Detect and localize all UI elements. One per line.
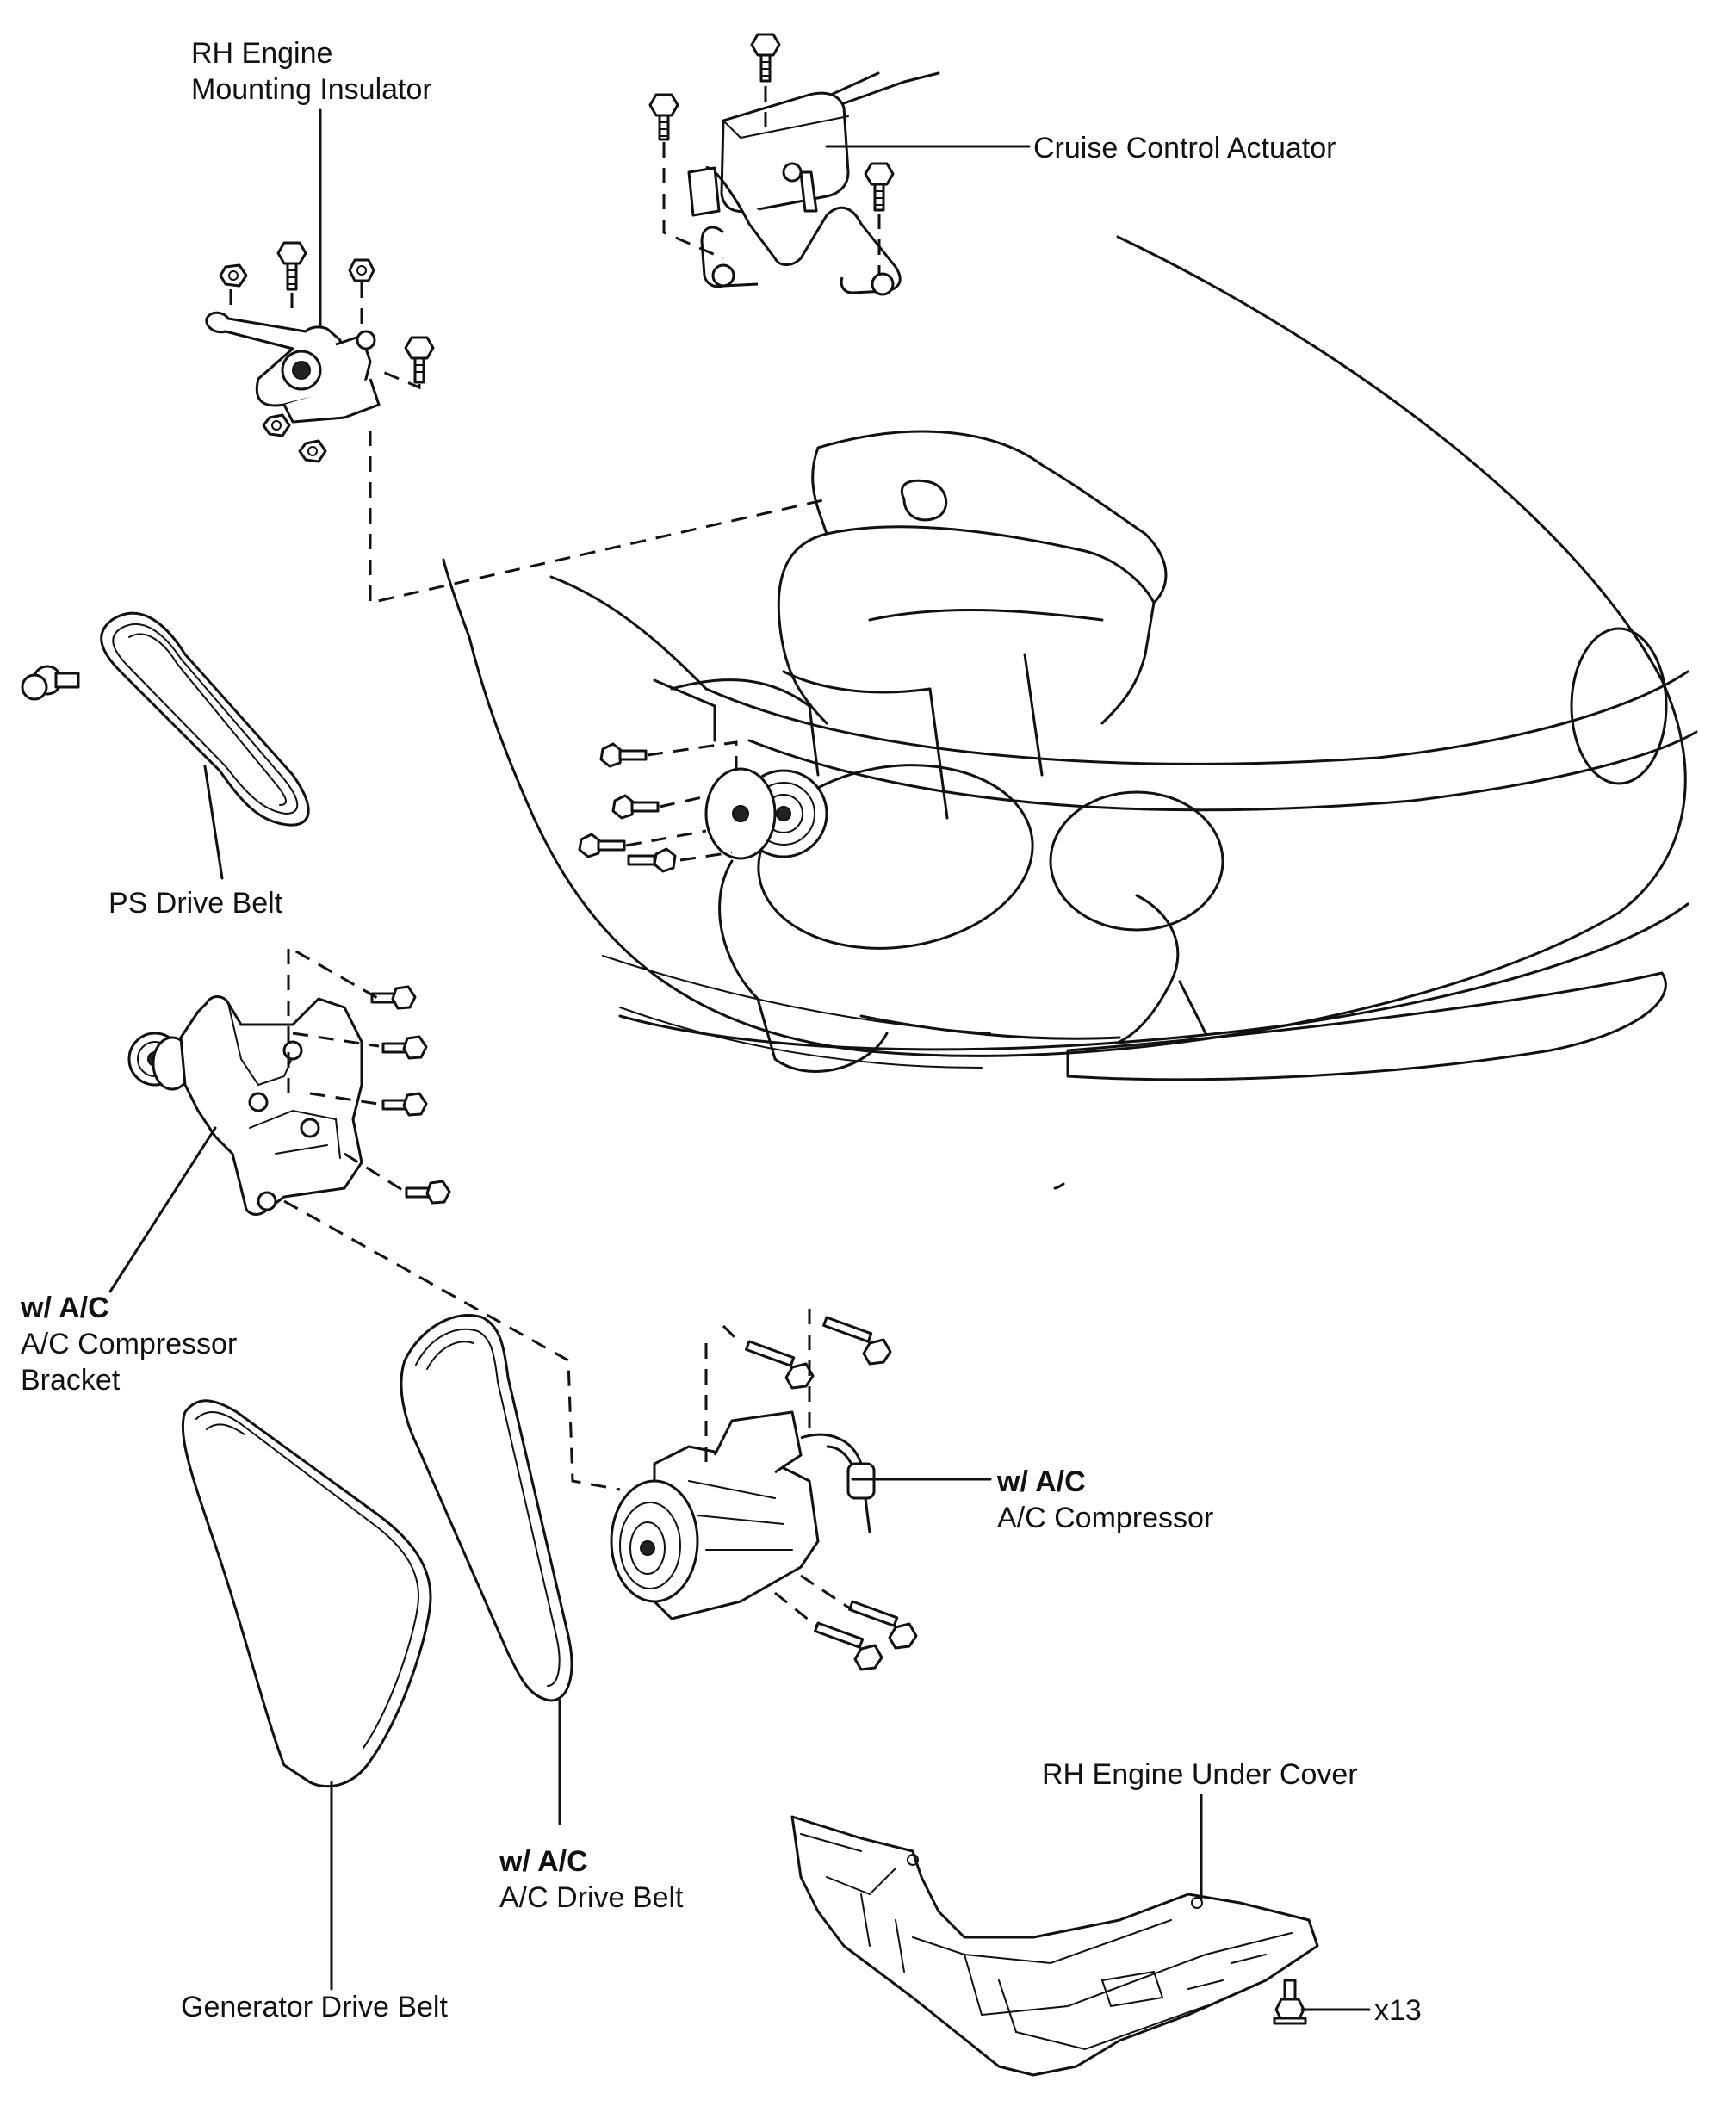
bolt-icon	[627, 847, 677, 873]
crank-pulley-bolts	[578, 678, 738, 873]
bolt-icon	[578, 833, 626, 858]
nut-icon	[298, 439, 327, 463]
nut-icon	[262, 413, 291, 437]
rh-engine-under-cover	[790, 1815, 1319, 2077]
label-ac-compressor-qualifier: w/ A/C	[996, 1465, 1086, 1498]
bolt-icon	[864, 162, 895, 212]
label-ac-compressor-bracket-line1: A/C Compressor	[21, 1328, 237, 1360]
bolt-icon	[814, 1621, 884, 1671]
label-ac-drive-belt-qualifier: w/ A/C	[499, 1845, 588, 1878]
bolt-icon	[611, 794, 660, 820]
nut-icon	[348, 258, 375, 282]
bolt-icon	[405, 1180, 451, 1205]
bolt-icon	[370, 985, 417, 1010]
engine-block	[670, 430, 1207, 1073]
bolt-icon	[822, 1316, 892, 1366]
label-rh-engine-mounting-insulator-line2: Mounting Insulator	[191, 73, 432, 106]
bolt-icon	[276, 241, 307, 291]
ps-drive-belt	[21, 611, 310, 827]
label-ac-drive-belt: A/C Drive Belt	[499, 1881, 684, 1914]
label-generator-drive-belt: Generator Drive Belt	[181, 1991, 448, 2023]
ac-compressor-bracket	[127, 945, 621, 1491]
bolt-icon	[1273, 1979, 1307, 2025]
bolt-icon	[404, 336, 435, 384]
bolt-icon	[648, 93, 679, 141]
bolt-icon	[21, 665, 80, 701]
label-bolt-count: x13	[1374, 1994, 1422, 2027]
bolt-icon	[848, 1600, 918, 1650]
generator-drive-belt	[181, 1399, 432, 1788]
label-ps-drive-belt: PS Drive Belt	[108, 887, 283, 920]
bolt-icon	[381, 1035, 428, 1060]
cruise-control-actuator	[648, 33, 940, 296]
bolt-icon	[750, 33, 781, 83]
label-rh-engine-mounting-insulator-line1: RH Engine	[191, 37, 332, 70]
nut-icon	[219, 263, 248, 288]
rh-engine-mounting-insulator	[205, 241, 828, 604]
ac-compressor	[610, 1309, 918, 1671]
leader-lines	[108, 108, 1371, 2011]
label-cruise-control-actuator: Cruise Control Actuator	[1033, 132, 1336, 164]
bolt-icon	[745, 1340, 815, 1390]
vehicle-front-body	[442, 235, 1698, 1190]
label-rh-engine-under-cover: RH Engine Under Cover	[1042, 1758, 1358, 1791]
bolt-icon	[599, 742, 648, 768]
bolt-icon	[381, 1092, 428, 1117]
label-ac-compressor: A/C Compressor	[997, 1502, 1213, 1534]
label-ac-compressor-bracket-line2: Bracket	[21, 1364, 121, 1397]
part-labels: RH Engine Mounting Insulator Cruise Cont…	[20, 37, 1422, 2027]
label-ac-compressor-bracket-qualifier: w/ A/C	[20, 1292, 109, 1324]
ac-drive-belt	[400, 1313, 574, 1702]
